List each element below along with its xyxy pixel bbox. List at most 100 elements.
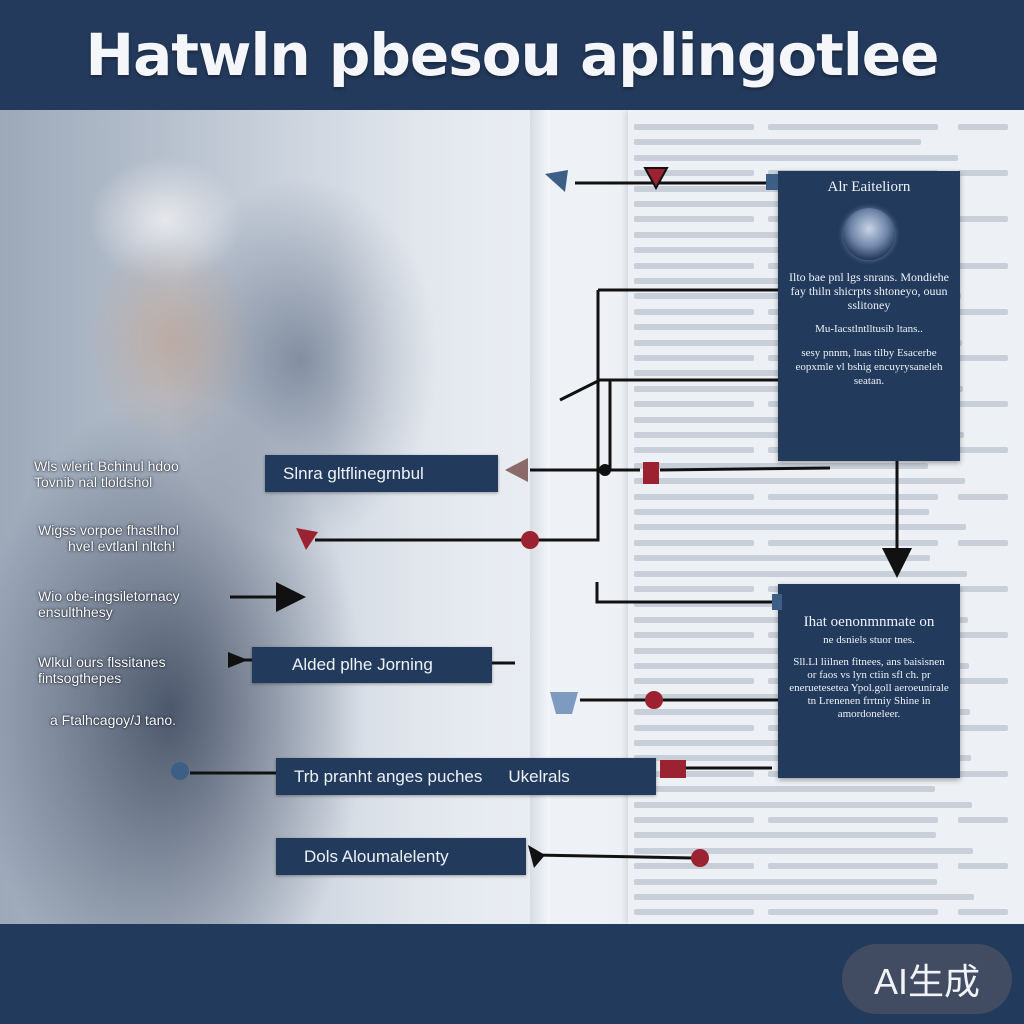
connector-mid-1 (559, 378, 778, 402)
connector-mid-2 (608, 380, 640, 472)
connector-mid-4 (659, 466, 831, 472)
flow-box-3-label: Trb pranht anges puches (294, 766, 483, 786)
document-text-line (634, 447, 754, 454)
marker-red-node-3 (691, 849, 709, 867)
document-text-line (958, 355, 1008, 361)
document-text-line (634, 632, 754, 639)
info-panel-bottom-sub: ne dsniels stuor tnes. (823, 634, 915, 646)
marker-red-mid (643, 462, 659, 484)
left-label-3: Wio obe-ingsiletornacy ensulthhesy (38, 588, 180, 620)
info-panel-top-body2: sesy pnnm, lnas tilby Esacerbe eopxmle v… (795, 347, 943, 387)
left-label-1-line2: Tovnib nal tloldshol (34, 474, 153, 490)
marker-blue-node-2 (772, 594, 782, 610)
connector-lower-branch (595, 582, 775, 604)
left-label-5: a Ftalhcagoy/J tano. (50, 712, 176, 728)
document-text-line (958, 586, 1008, 592)
flow-box-2-label: Alded plhe Jorning (292, 655, 433, 674)
marker-red-arrow-1 (296, 528, 318, 550)
document-text-line (634, 586, 754, 592)
marker-top-left (545, 170, 568, 192)
document-text-line (634, 847, 973, 854)
document-text-line (634, 462, 928, 469)
left-label-3-line2: ensulthhesy (38, 604, 113, 620)
header-banner: Hatwln pbesou aplingotlee (0, 0, 1024, 110)
document-text-line (958, 770, 1008, 777)
document-text-line (958, 909, 1008, 916)
document-text-line (634, 401, 754, 408)
flow-box-3[interactable]: Trb pranht anges puches Ukelrals (276, 758, 656, 795)
marker-box4-arrow (528, 845, 545, 868)
marker-top-node (766, 174, 778, 190)
marker-junction (599, 464, 611, 476)
document-text-line (634, 170, 754, 177)
document-text-line (958, 724, 1008, 731)
left-label-4-line1: Wlkul ours flssitanes (38, 654, 166, 670)
document-text-line (634, 570, 967, 577)
left-label-4-line2: fintsogthepes (38, 670, 122, 686)
document-text-line (634, 524, 966, 531)
flow-box-4-label: Dols Aloumalelenty (304, 846, 449, 866)
document-text-line (634, 555, 930, 562)
document-text-line (958, 447, 1008, 454)
marker-red-node-2 (645, 691, 663, 709)
document-text-line (958, 632, 1008, 639)
document-text-line (958, 308, 1008, 315)
flow-box-2[interactable]: Alded plhe Jorning (252, 647, 492, 683)
document-text-line (768, 817, 938, 823)
document-text-line (634, 678, 754, 685)
document-text-line (768, 124, 938, 130)
left-label-5-line1: a Ftalhcagoy/J tano. (50, 712, 177, 728)
info-panel-bottom: Ihat oenonmnmate on ne dsniels stuor tne… (778, 584, 960, 778)
document-text-line (958, 539, 1008, 546)
left-label-4: Wlkul ours flssitanes fintsogthepes (38, 654, 166, 686)
connector-panel-link (315, 290, 600, 542)
document-text-line (768, 909, 938, 916)
document-text-line (634, 894, 974, 900)
document-text-line (634, 509, 929, 515)
marker-blue-node-1 (550, 692, 578, 714)
ai-generated-badge-text: AI生成 (873, 961, 980, 1002)
marker-box1-left (505, 458, 528, 482)
flow-box-4[interactable]: Dols Aloumalelenty (276, 838, 526, 875)
flow-box-1-label: Slnra gltflinegrnbul (283, 463, 424, 483)
document-text-line (958, 678, 1008, 685)
info-panel-top-title: Alr Eaiteliorn (827, 179, 911, 195)
document-text-line (634, 139, 921, 146)
document-text-line (634, 878, 937, 885)
document-text-line (634, 154, 958, 161)
document-text-line (634, 493, 754, 500)
document-text-line (634, 724, 754, 731)
left-label-2-line2: hvel evtlanl nltch! (68, 538, 176, 554)
document-text-line (958, 124, 1008, 130)
marker-box2-arrow (228, 652, 248, 668)
left-label-1-line1: Wls wlerit Bchinul hdoo (34, 458, 179, 474)
document-text-line (958, 863, 1008, 870)
flow-box-3-extra: Ukelrals (508, 766, 570, 786)
connector-box4-link (533, 853, 693, 860)
left-label-1: Wls wlerit Bchinul hdoo Tovnib nal tlold… (34, 458, 179, 490)
connector-layer (171, 167, 912, 868)
info-panel-bottom-title: Ihat oenonmnmate on (803, 614, 935, 630)
ai-generated-badge: AI生成 (842, 944, 1012, 1014)
flow-box-1[interactable]: Slnra gltflinegrnbul (265, 455, 498, 492)
diagram-stage: Wls wlerit Bchinul hdoo Tovnib nal tlold… (0, 110, 1024, 924)
left-label-3-line1: Wio obe-ingsiletornacy (38, 588, 180, 604)
info-panel-top: Alr Eaiteliorn Ilto bae pnl lgs snrans. … (778, 171, 960, 461)
document-text-line (634, 909, 754, 916)
document-text-line (634, 801, 972, 808)
page-edge-strip (530, 110, 550, 924)
document-text-line (958, 216, 1008, 223)
document-text-line (958, 493, 1008, 500)
document-text-line (634, 355, 754, 361)
left-label-2-line1: Wigss vorpoe fhastlhol (38, 522, 179, 538)
info-panel-bottom-body: Sll.Ll liilnen fitnees, ans baisisnen or… (789, 656, 949, 720)
info-panel-top-sub: Mu-Iacstlntlltusib ltans.. (815, 323, 923, 335)
document-text-line (634, 539, 754, 546)
info-panel-top-body: Ilto bae pnl lgs snrans. Mondiehe fay th… (789, 270, 949, 312)
marker-top-triangle (643, 167, 669, 191)
document-text-line (634, 478, 965, 485)
document-text-line (768, 863, 938, 870)
document-text-line (958, 401, 1008, 408)
document-text-line (768, 493, 938, 500)
document-text-line (634, 262, 754, 269)
